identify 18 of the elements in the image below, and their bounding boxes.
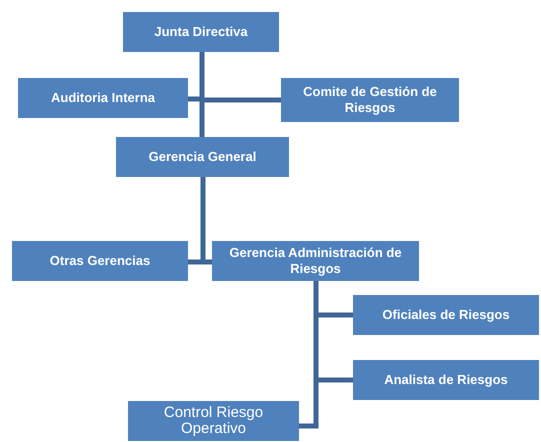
box-label: Analista de Riesgos (384, 372, 508, 388)
org-box (353, 360, 539, 400)
box-label: Otras Gerencias (50, 252, 150, 270)
box-label: Auditoria Interna (50, 90, 155, 106)
box-label: Gerencia Administración de Riesgos (228, 244, 403, 278)
box-label: Control Riesgo Operativo (162, 404, 264, 438)
org-box (353, 295, 539, 335)
org-box (12, 241, 188, 281)
box-label: Junta Directiva (154, 24, 248, 40)
box-label: Oficiales de Riesgos (382, 306, 510, 324)
box-label: Gerencia General (148, 148, 256, 166)
org-box (123, 12, 279, 52)
org-box (212, 241, 419, 281)
box-label: Comite de Gestión de Riesgos (302, 84, 438, 116)
org-box (18, 78, 188, 118)
org-box (128, 401, 299, 441)
org-box (281, 78, 459, 122)
org-box (116, 137, 289, 177)
